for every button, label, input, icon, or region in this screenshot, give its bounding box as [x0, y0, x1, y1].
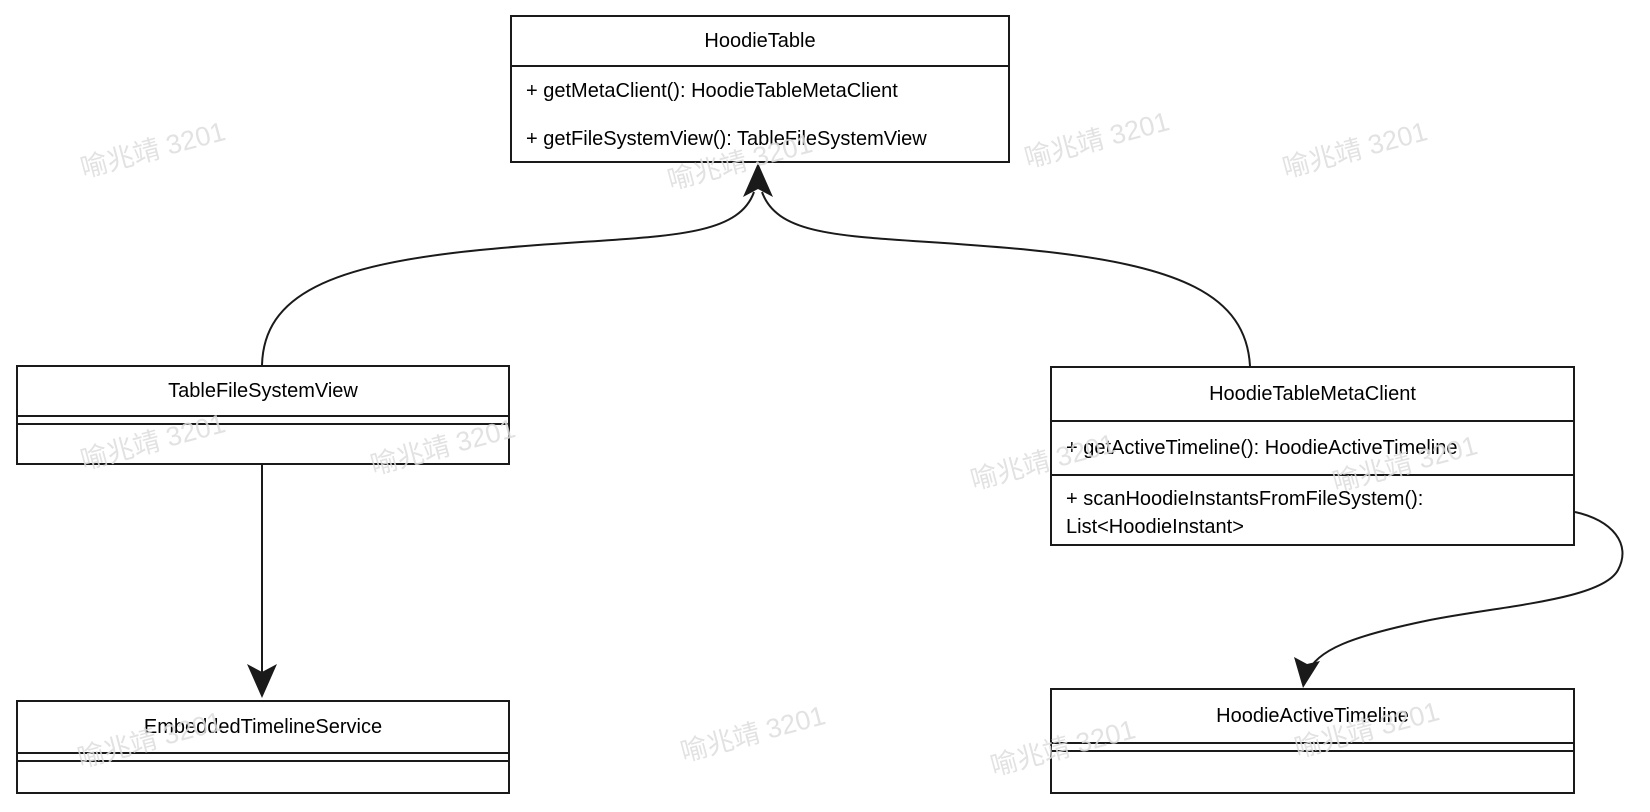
watermark: 喻兆靖 3201: [677, 700, 829, 768]
arrow-curve-tablefilesystemview-to-hoodietable: [261, 191, 755, 366]
arrowhead-down-embeddedtimelineservice-icon: [247, 664, 277, 698]
class-empty-compartment: [18, 415, 508, 423]
class-hoodietablemetaclient: HoodieTableMetaClient + getActiveTimelin…: [1050, 366, 1575, 546]
class-hoodietable-title: HoodieTable: [704, 29, 816, 52]
class-hoodieactivetimeline: HoodieActiveTimeline: [1050, 688, 1575, 794]
watermark: 喻兆靖 3201: [77, 116, 229, 184]
class-method: + scanHoodieInstantsFromFileSystem(): Li…: [1052, 474, 1573, 544]
class-tablefilesystemview-title: TableFileSystemView: [168, 379, 358, 402]
class-method: + getMetaClient(): HoodieTableMetaClient: [526, 79, 898, 102]
class-tablefilesystemview: TableFileSystemView: [16, 365, 510, 465]
arrowhead-down-activetimeline-icon: [1294, 657, 1320, 688]
class-empty-compartment: [1052, 750, 1573, 792]
class-hoodietable-methods: + getMetaClient(): HoodieTableMetaClient…: [512, 65, 1008, 163]
class-hoodietable: HoodieTable + getMetaClient(): HoodieTab…: [510, 15, 1010, 163]
class-hoodieactivetimeline-title: HoodieActiveTimeline: [1216, 704, 1409, 727]
class-embeddedtimelineservice: EmbeddedTimelineService: [16, 700, 510, 794]
arrowhead-up-hoodietable-icon: [743, 163, 773, 197]
class-embeddedtimelineservice-title: EmbeddedTimelineService: [143, 715, 383, 738]
class-method: + getActiveTimeline(): HoodieActiveTimel…: [1052, 420, 1573, 474]
class-empty-compartment: [18, 752, 508, 760]
class-method: + getFileSystemView(): TableFileSystemVi…: [526, 127, 927, 150]
class-empty-compartment: [18, 760, 508, 792]
class-empty-compartment: [1052, 742, 1573, 750]
class-empty-compartment: [18, 423, 508, 463]
watermark: 喻兆靖 3201: [1279, 116, 1431, 184]
watermark: 喻兆靖 3201: [1021, 106, 1173, 174]
arrow-curve-metaclient-to-hoodietable: [761, 191, 1251, 367]
class-hoodietablemetaclient-title: HoodieTableMetaClient: [1209, 382, 1416, 405]
